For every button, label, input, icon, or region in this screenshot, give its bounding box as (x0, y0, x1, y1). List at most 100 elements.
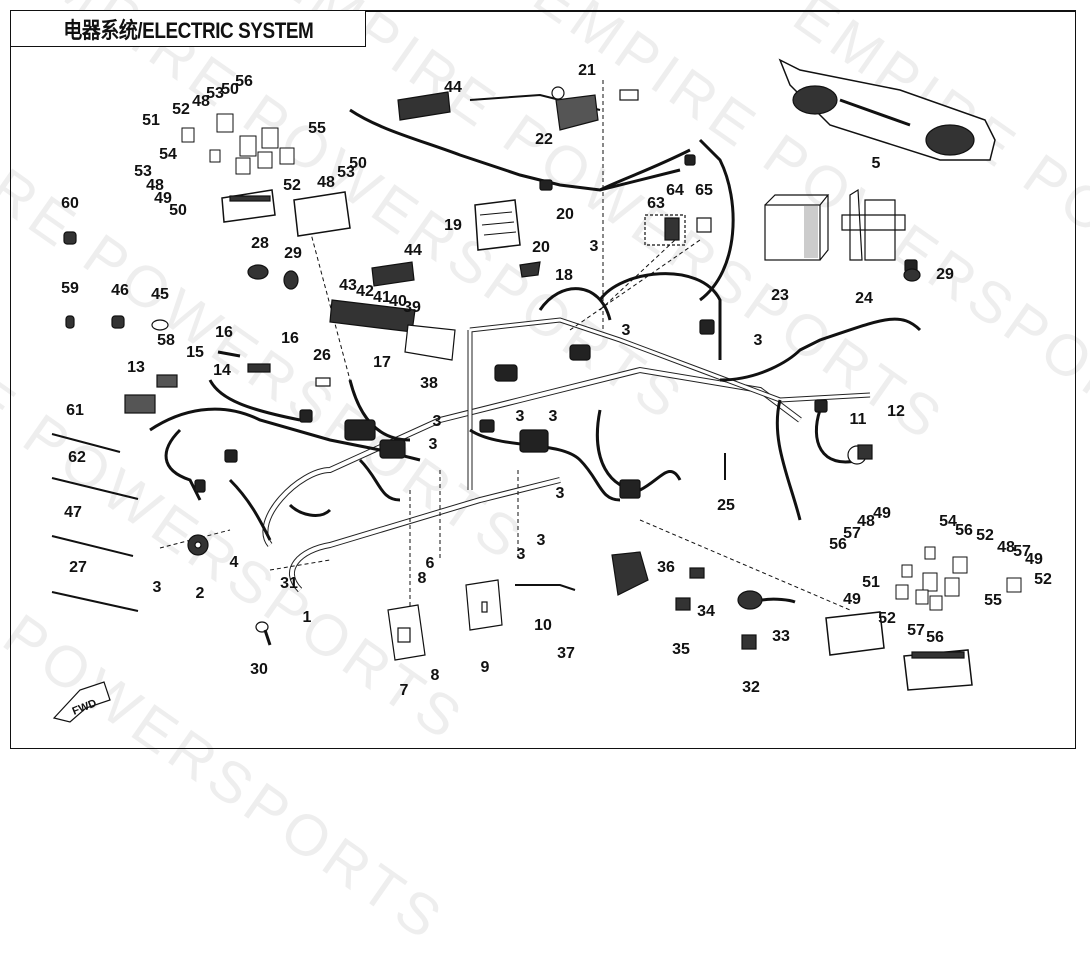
callout-c48d: 48 (857, 513, 875, 530)
callout-c26: 26 (313, 347, 331, 364)
callout-c4: 4 (230, 554, 239, 571)
callout-c52c: 52 (976, 527, 994, 544)
gauge-display (551, 86, 639, 131)
fuse-box-bottom (825, 611, 973, 691)
callout-c54b: 54 (939, 513, 957, 530)
callout-c22: 22 (535, 131, 553, 148)
callout-c47: 47 (64, 504, 82, 521)
callout-c40: 40 (389, 293, 407, 310)
callout-c25: 25 (717, 497, 735, 514)
callout-c60: 60 (61, 195, 79, 212)
callout-c55b: 55 (984, 592, 1002, 609)
callout-c52a: 52 (172, 101, 190, 118)
switch-bank (371, 91, 451, 287)
callout-c19: 19 (444, 217, 462, 234)
callout-c3a: 3 (153, 579, 162, 596)
page-title: 电器系统/ELECTRIC SYSTEM (63, 17, 313, 43)
callout-c61: 61 (66, 402, 84, 419)
callout-c56b: 56 (955, 522, 973, 539)
callout-c3j: 3 (517, 546, 526, 563)
callout-c14: 14 (213, 362, 231, 379)
relay-module-38 (404, 324, 456, 361)
callout-c56d: 56 (926, 629, 944, 646)
callout-c3f: 3 (429, 436, 438, 453)
leader-lines (159, 80, 851, 620)
callout-c48c: 48 (146, 177, 164, 194)
callout-c18: 18 (555, 267, 573, 284)
callout-c63: 63 (647, 195, 665, 212)
title-box: 电器系统/ELECTRIC SYSTEM (10, 10, 366, 47)
callout-c28: 28 (251, 235, 269, 252)
callout-c52e: 52 (878, 610, 896, 627)
callout-c38: 38 (420, 375, 438, 392)
callout-c3h: 3 (549, 408, 558, 425)
callout-c35: 35 (672, 641, 690, 658)
callout-c56a: 56 (235, 73, 253, 90)
sensor-18 (519, 261, 541, 278)
callout-c3i: 3 (556, 485, 565, 502)
callout-c49b: 49 (873, 505, 891, 522)
diagram-frame-top (366, 10, 1076, 12)
callout-c49c: 49 (843, 591, 861, 608)
callout-c49a: 49 (154, 190, 172, 207)
callout-c17: 17 (373, 354, 391, 371)
callout-c46: 46 (111, 282, 129, 299)
callout-c48b: 48 (317, 174, 335, 191)
callout-c20b: 20 (532, 239, 550, 256)
callout-c57a: 57 (843, 525, 861, 542)
callout-c50c: 50 (169, 202, 187, 219)
callout-c37: 37 (557, 645, 575, 662)
callout-c3e: 3 (433, 413, 442, 430)
callout-c7: 7 (400, 682, 409, 699)
callout-c3c: 3 (622, 322, 631, 339)
callout-c36: 36 (657, 559, 675, 576)
callout-c52b: 52 (283, 177, 301, 194)
callout-c45: 45 (151, 286, 169, 303)
callout-c33: 33 (772, 628, 790, 645)
callout-c16a: 16 (215, 324, 233, 341)
battery-bracket (841, 188, 906, 261)
relays-top (181, 113, 295, 175)
callout-c32: 32 (742, 679, 760, 696)
speaker-bar (778, 58, 996, 161)
callout-c65: 65 (695, 182, 713, 199)
callout-c44b: 44 (404, 242, 422, 259)
callout-c62: 62 (68, 449, 86, 466)
callout-c27: 27 (69, 559, 87, 576)
callout-c29b: 29 (936, 266, 954, 283)
callout-c53c: 53 (134, 163, 152, 180)
callout-c48a: 48 (192, 93, 210, 110)
control-unit-19 (474, 199, 521, 251)
callout-c57b: 57 (1013, 543, 1031, 560)
relays-bottom (895, 546, 1022, 611)
callout-c3d: 3 (754, 332, 763, 349)
callout-c12: 12 (887, 403, 905, 420)
harness-connectors (194, 154, 918, 499)
callout-c51b: 51 (862, 574, 880, 591)
callout-c23: 23 (771, 287, 789, 304)
callout-c8a: 8 (418, 570, 427, 587)
callout-c5: 5 (872, 155, 881, 172)
callout-c29a: 29 (284, 245, 302, 262)
callout-c31: 31 (280, 575, 298, 592)
callout-c53b: 53 (337, 164, 355, 181)
callout-c13: 13 (127, 359, 145, 376)
callout-c51a: 51 (142, 112, 160, 129)
callout-c2: 2 (196, 585, 205, 602)
callout-c3g: 3 (516, 408, 525, 425)
callout-c11: 11 (850, 411, 867, 428)
callout-c48e: 48 (997, 539, 1015, 556)
cable-ties (51, 433, 139, 612)
fuse-box-top (221, 189, 351, 237)
callout-c3b: 3 (590, 238, 599, 255)
callout-c50a: 50 (221, 81, 239, 98)
callout-c6: 6 (426, 555, 435, 572)
callout-c1: 1 (303, 609, 312, 626)
callout-c58: 58 (157, 332, 175, 349)
callout-c43: 43 (339, 277, 357, 294)
callout-c54a: 54 (159, 146, 177, 163)
diagram-frame (10, 10, 1076, 749)
diagram-artwork: FWD 123456788910111213141516161718192020… (51, 58, 1052, 723)
